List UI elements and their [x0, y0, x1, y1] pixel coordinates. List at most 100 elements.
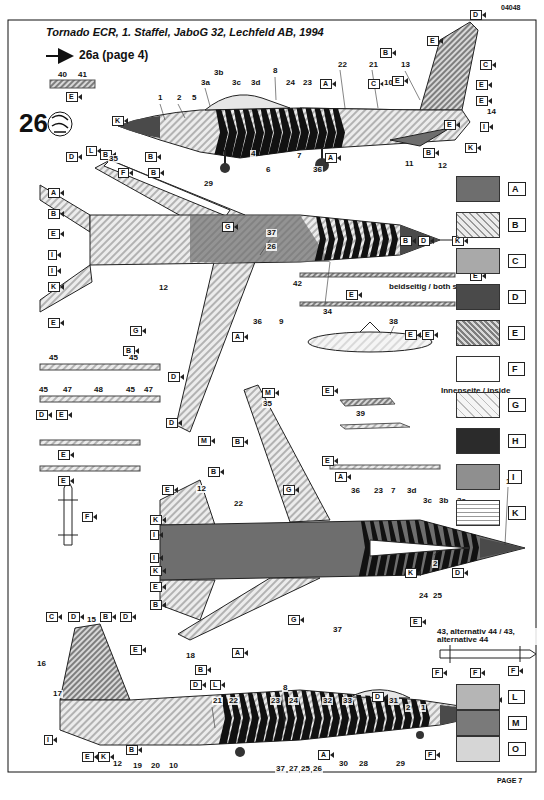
color-callout: A	[325, 153, 337, 163]
color-callout: B	[126, 745, 138, 755]
legend-letter: I	[508, 470, 522, 484]
legend-swatch	[456, 736, 500, 762]
callout-number: 3d	[250, 79, 261, 87]
color-callout: E	[410, 617, 422, 627]
legend-letter: E	[508, 326, 525, 340]
callout-number: 45	[48, 354, 59, 362]
callout-number: 7	[390, 487, 396, 495]
color-callout: B	[232, 437, 244, 447]
legend-swatch	[456, 684, 500, 710]
callout-number: 27	[288, 765, 299, 773]
callout-number: 26	[18, 110, 49, 137]
legend-letter: G	[508, 398, 526, 412]
legend-letter: F	[508, 362, 525, 376]
tiger-stripe	[389, 688, 403, 748]
color-callout: K	[465, 143, 477, 153]
color-callout: E	[322, 456, 334, 466]
callout-number: 1	[420, 704, 426, 712]
callout-number: 16	[36, 660, 47, 668]
callout-number: 21	[368, 61, 379, 69]
color-callout: G	[288, 615, 300, 625]
color-callout: K	[48, 282, 60, 292]
color-callout: B	[208, 467, 220, 477]
callout-number: 2	[176, 94, 182, 102]
color-callout: I	[150, 530, 159, 540]
tiger-stripe	[299, 688, 313, 748]
color-callout: C	[368, 79, 380, 89]
callout-number: 6	[265, 166, 271, 174]
color-callout: E	[427, 36, 439, 46]
callout-number: 3c	[422, 497, 433, 505]
callout-number: 24	[288, 697, 299, 705]
callout-number: 37	[266, 229, 277, 237]
callout-number: 45	[128, 354, 139, 362]
tiger-stripe	[407, 688, 421, 748]
callout-number: 5	[191, 94, 197, 102]
callout-number: 37	[332, 626, 343, 634]
callout-number: 12	[196, 485, 207, 493]
color-callout: G	[283, 485, 295, 495]
legend-letter: M	[508, 716, 527, 730]
color-callout: E	[48, 318, 60, 328]
color-callout: E	[346, 290, 358, 300]
color-callout: G	[130, 326, 142, 336]
callout-number: 3d	[406, 487, 417, 495]
legend-swatch	[456, 428, 500, 454]
legend-letter: L	[508, 690, 525, 704]
legend-letter: H	[508, 434, 526, 448]
callout-number: 3b	[213, 69, 224, 77]
legend-swatch	[456, 212, 500, 238]
callout-number: 26a (page 4)	[78, 49, 149, 62]
callout-number: 13	[400, 61, 411, 69]
legend-swatch	[456, 464, 500, 490]
color-callout: F	[425, 750, 436, 760]
legend-swatch	[456, 320, 500, 346]
callout-number: 12	[158, 284, 169, 292]
color-callout: C	[480, 60, 492, 70]
color-callout: F	[432, 668, 443, 678]
color-callout: D	[470, 10, 482, 20]
legend-swatch	[456, 284, 500, 310]
color-callout: E	[58, 476, 70, 486]
sheet-title: Tornado ECR, 1. Staffel, JaboG 32, Lechf…	[46, 26, 324, 38]
callout-number: 48	[93, 386, 104, 394]
callout-number: 23	[373, 487, 384, 495]
color-callout: E	[476, 96, 488, 106]
callout-number: 39	[355, 410, 366, 418]
color-callout: F	[470, 668, 481, 678]
callout-number: 12	[112, 760, 123, 768]
callout-number: 14	[486, 108, 497, 116]
color-callout: B	[380, 48, 392, 58]
color-callout: I	[48, 266, 57, 276]
color-callout: F	[508, 666, 519, 676]
callout-number: 31	[388, 697, 399, 705]
legend-letter: K	[508, 506, 526, 520]
color-callout: K	[112, 116, 124, 126]
callout-number: 34	[322, 308, 333, 316]
color-callout: B	[195, 665, 207, 675]
callout-number: 33	[342, 697, 353, 705]
color-callout: M	[262, 388, 275, 398]
color-callout: E	[66, 92, 78, 102]
color-callout: E	[444, 120, 456, 130]
color-callout: F	[82, 512, 93, 522]
callout-number: 36	[252, 318, 263, 326]
callout-number: 40	[57, 71, 68, 79]
callout-number: 8	[282, 684, 288, 692]
callout-number: 23	[302, 79, 313, 87]
tiger-stripe	[376, 210, 389, 268]
legend-swatch	[456, 248, 500, 274]
color-callout: B	[148, 168, 160, 178]
tiger-stripe	[340, 210, 353, 268]
callout-number: 35	[108, 155, 119, 163]
callout-number: 23	[270, 697, 281, 705]
callout-number: 3c	[231, 79, 242, 87]
callout-number: 7	[296, 152, 302, 160]
color-callout: D	[68, 612, 80, 622]
color-callout: I	[150, 553, 159, 563]
color-callout: D	[372, 692, 384, 702]
color-callout: E	[392, 76, 404, 86]
tiger-stripe	[385, 210, 398, 268]
callout-number: 36	[312, 166, 323, 174]
callout-number: 18	[185, 652, 196, 660]
